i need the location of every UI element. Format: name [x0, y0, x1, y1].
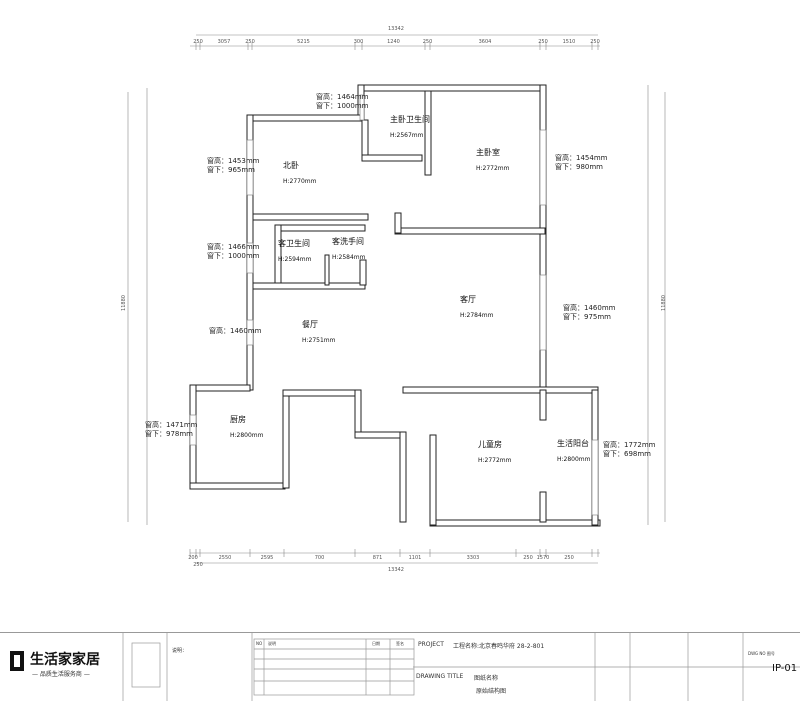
dimension-value: 250: [564, 555, 574, 561]
dimension-value: 3303: [466, 555, 480, 561]
dimension-lines: [127, 34, 666, 564]
room-height: H:2784mm: [460, 312, 494, 319]
window-height: 窗高：1460mm: [209, 327, 262, 335]
dimension-value: 1240: [387, 39, 400, 45]
room-name: 主卧室: [476, 148, 500, 157]
window-sill: 窗下：698mm: [603, 450, 651, 458]
drawing-title-label: DRAWING TITLE: [416, 673, 464, 680]
window-sill: 窗下：1000mm: [316, 102, 369, 110]
notes-title: 说明：: [172, 648, 188, 654]
window-sill: 窗下：978mm: [145, 430, 193, 438]
room-master-bath: 主卧卫生间 H:2567mm: [390, 112, 430, 144]
dimension-value: 3604: [478, 39, 492, 45]
room-balcony: 生活阳台 H:2800mm: [557, 436, 591, 468]
dim-right-total: 11880: [660, 295, 667, 311]
dimension-value: 250: [590, 39, 600, 45]
window-sill: 窗下：980mm: [555, 163, 603, 171]
dimension-value: 3057: [217, 39, 231, 45]
window-label: 窗高：1460mm: [209, 327, 261, 336]
title-block: 生活家家居 — 品质生活服务商 — 说明： NO 说明 日期 签名 PROJEC…: [0, 632, 800, 701]
dimension-value: 250: [193, 39, 203, 45]
room-name: 客厅: [460, 295, 476, 304]
window-height: 窗高：1471mm: [145, 421, 198, 429]
dim-top-total: 13342: [388, 26, 404, 32]
room-name: 主卧卫生间: [390, 115, 430, 124]
room-name: 厨房: [230, 415, 246, 424]
drawing-name: 原始结构图: [476, 688, 507, 695]
room-name: 客卫生间: [278, 239, 310, 248]
project-label: PROJECT: [418, 641, 444, 648]
window-sill: 窗下：965mm: [207, 166, 255, 174]
rev-col-date: 日期: [372, 641, 380, 646]
drawing-no-label: DWG NO 图号: [748, 651, 775, 656]
dimension-value: 250: [193, 562, 203, 568]
room-kids: 儿童房 H:2772mm: [478, 437, 512, 469]
room-guest-bath: 客卫生间 H:2594mm: [278, 236, 312, 268]
dimension-value: 1570: [536, 555, 550, 561]
window-height: 窗高：1466mm: [207, 243, 260, 251]
dimension-value: 250: [422, 39, 433, 45]
room-master-bedroom: 主卧室 H:2772mm: [476, 145, 510, 177]
dimension-value: 1101: [408, 555, 422, 561]
dimension-value: 300: [353, 39, 364, 45]
room-height: H:2800mm: [230, 432, 264, 439]
dimension-value: 2550: [218, 555, 232, 561]
room-kitchen: 厨房 H:2800mm: [230, 412, 264, 444]
drawing-title-cn: 图纸名称: [474, 675, 499, 682]
room-dining: 餐厅 H:2751mm: [302, 317, 336, 349]
logo-text: 生活家家居: [30, 652, 100, 668]
window-height: 窗高：1454mm: [555, 154, 608, 162]
room-name: 客洗手间: [332, 237, 364, 246]
rev-col-sign: 签名: [396, 641, 404, 646]
dim-left-total: 11880: [120, 295, 127, 311]
room-height: H:2772mm: [476, 165, 510, 172]
room-name: 儿童房: [478, 440, 502, 449]
dimension-value: 2595: [260, 555, 274, 561]
rev-col-no: NO: [256, 641, 263, 646]
rev-col-desc: 说明: [268, 641, 276, 646]
logo-slogan: — 品质生活服务商 —: [32, 671, 90, 678]
room-height: H:2584mm: [332, 254, 366, 261]
project-name: 工程名称:北京春鸣华府 28-2-801: [453, 643, 545, 650]
room-height: H:2772mm: [478, 457, 512, 464]
dimension-value: 250: [523, 555, 533, 561]
window-sill: 窗下：1000mm: [207, 252, 260, 260]
window-height: 窗高：1453mm: [207, 157, 260, 165]
window-sill: 窗下：975mm: [563, 313, 611, 321]
room-height: H:2800mm: [557, 456, 591, 463]
room-height: H:2770mm: [283, 178, 317, 185]
dimension-value: 200: [188, 555, 198, 561]
room-height: H:2567mm: [390, 132, 424, 139]
dimension-value: 250: [245, 39, 255, 45]
window-height: 窗高：1460mm: [563, 304, 616, 312]
window-height: 窗高：1772mm: [603, 441, 656, 449]
room-height: H:2751mm: [302, 337, 336, 344]
room-north-bedroom: 北卧 H:2770mm: [283, 158, 317, 190]
dimension-value: 1510: [562, 39, 576, 45]
room-name: 餐厅: [302, 320, 318, 329]
room-height: H:2594mm: [278, 256, 312, 263]
title-block-grid: [10, 633, 800, 701]
window-height: 窗高：1464mm: [316, 93, 369, 101]
windows: [189, 94, 599, 516]
dimension-ticks: [189, 42, 599, 557]
room-name: 北卧: [283, 161, 299, 170]
room-name: 生活阳台: [557, 439, 589, 448]
dimension-value: 700: [314, 555, 325, 561]
room-living: 客厅 H:2784mm: [460, 292, 494, 324]
dim-bottom-total: 13342: [388, 567, 404, 573]
drawing-no: IP-01: [772, 663, 798, 674]
dimension-value: 250: [538, 39, 548, 45]
dimension-value: 871: [372, 555, 383, 561]
dimension-value: 5215: [297, 39, 310, 45]
room-guest-washroom: 客洗手间 H:2584mm: [332, 234, 366, 266]
